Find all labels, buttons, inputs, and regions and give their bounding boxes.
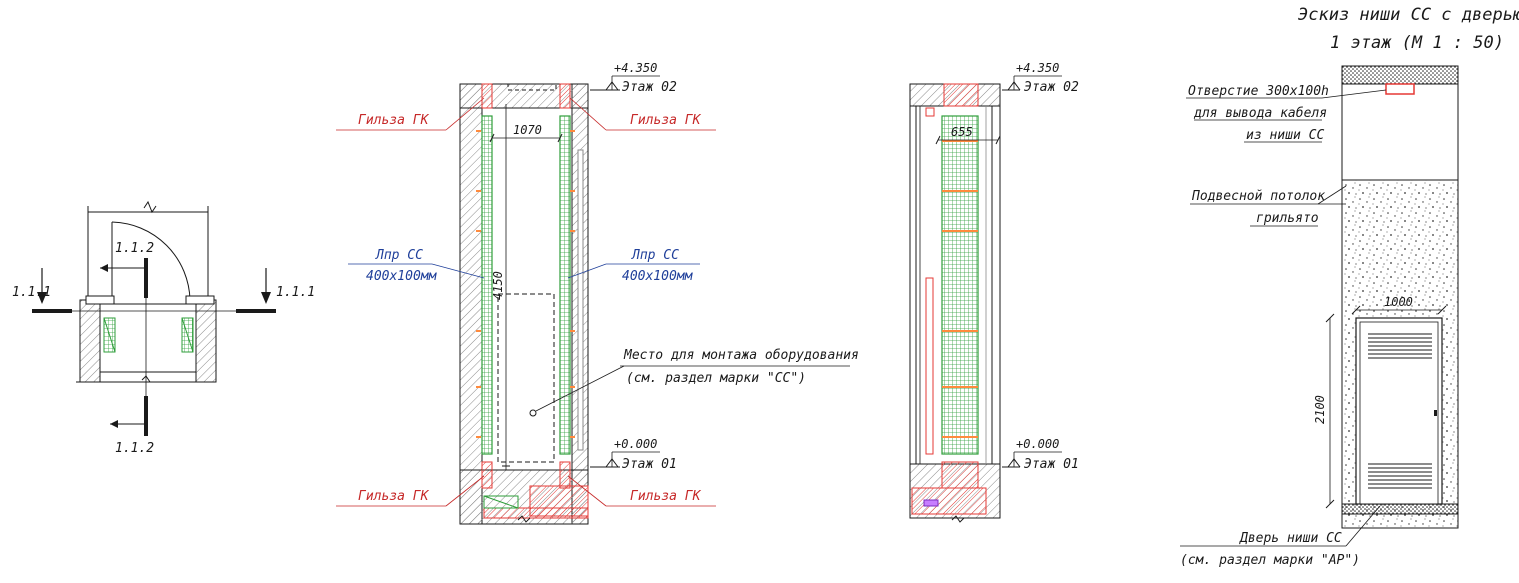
sketch-title-line2: 1 этаж (М 1 : 50) [1330,33,1504,53]
opening-label-line3: из ниши СС [1246,128,1324,143]
tray-label-left-line1: Лпр СС [375,248,423,263]
section1-elev-bottom: +0.000 [614,437,657,451]
plan-section-top-label: 1.1.2 [115,241,154,256]
equipment-label-line1: Место для монтажа оборудования [623,348,859,363]
sketch-title-line1: Эскиз ниши СС с дверью, [1298,5,1519,25]
section1-width-dim: 1070 [513,123,542,137]
section-front [336,75,850,525]
ceiling-label-line1: Подвесной потолок [1191,189,1325,204]
section1-elev-top: +4.350 [614,61,657,75]
door-label-line1: Дверь ниши СС [1239,531,1342,546]
door-width-dim: 1000 [1384,295,1413,309]
door-height-dim: 2100 [1313,395,1327,424]
door-label-line2: (см. раздел марки "АР") [1180,553,1360,568]
tray-label-right-line2: 400х100мм [622,269,694,284]
section2-floor-top: Этаж 02 [1024,80,1079,95]
section1-height-dim: 4150 [491,271,505,300]
opening-label-line2: для вывода кабеля [1193,106,1327,121]
plan-view [32,200,276,436]
sleeve-label-top-right: Гильза ГК [630,113,702,128]
plan-section-bottom-label: 1.1.2 [115,441,154,456]
section1-floor-top: Этаж 02 [622,80,677,95]
section2-floor-bottom: Этаж 01 [1024,457,1079,472]
section2-depth-dim: 655 [951,125,973,139]
tray-label-left-line2: 400х100мм [366,269,438,284]
section2-elev-bottom: +0.000 [1016,437,1059,451]
plan-section-right-label: 1.1.1 [276,285,315,300]
sleeve-label-bottom-left: Гильза ГК [358,489,430,504]
opening-label-line1: Отверстие 300х100h [1188,84,1329,99]
section-side [909,75,1062,523]
equipment-label-line2: (см. раздел марки "СС") [626,371,806,386]
sleeve-label-bottom-right: Гильза ГК [630,489,702,504]
ceiling-label-line2: грильято [1256,211,1319,226]
sleeve-label-top-left: Гильза ГК [358,113,430,128]
section2-elev-top: +4.350 [1016,61,1059,75]
section1-floor-bottom: Этаж 01 [622,457,677,472]
plan-section-left-label: 1.1.1 [12,285,51,300]
tray-label-right-line1: Лпр СС [631,248,679,263]
sketch-elevation [1180,65,1459,547]
